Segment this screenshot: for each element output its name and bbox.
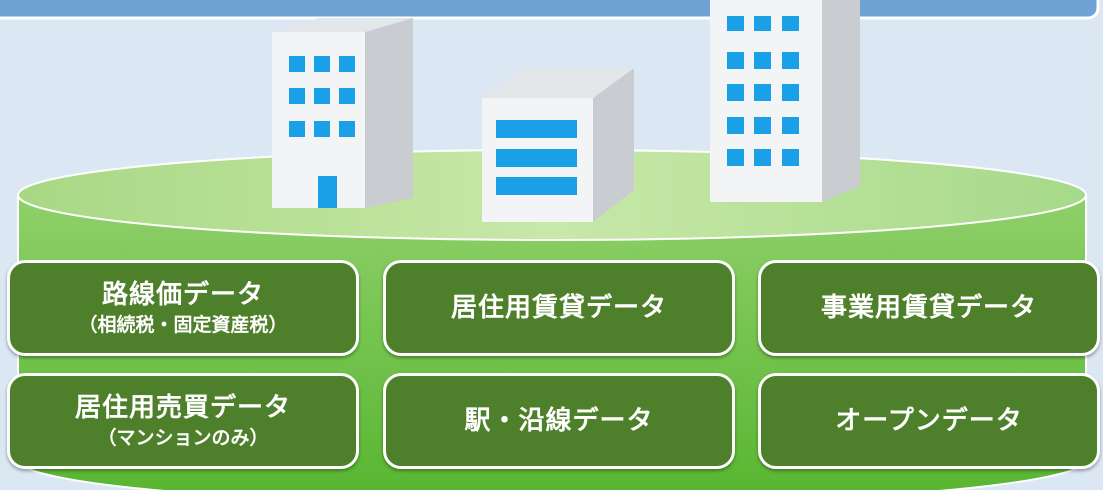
tile-label: 路線価データ: [101, 280, 264, 310]
tile-label: 居住用賃貸データ: [450, 293, 667, 323]
tile-sublabel: （相続税・固定資産税）: [78, 314, 288, 336]
tile-label: 駅・沿線データ: [464, 406, 654, 436]
tile-business-rental-data: 事業用賃貸データ: [758, 260, 1100, 356]
tile-rosenka-data: 路線価データ （相続税・固定資産税）: [7, 260, 359, 356]
tower-building-right-icon: [710, 0, 860, 202]
tile-open-data: オープンデータ: [758, 373, 1100, 469]
tile-residential-sales-data: 居住用売買データ （マンションのみ）: [7, 373, 359, 469]
tile-station-line-data: 駅・沿線データ: [383, 373, 735, 469]
tile-sublabel: （マンションのみ）: [97, 427, 269, 449]
top-banner: [0, 0, 1100, 20]
tile-residential-rental-data: 居住用賃貸データ: [383, 260, 735, 356]
office-building-left-icon: [272, 18, 413, 208]
tile-label: オープンデータ: [835, 406, 1023, 436]
tile-label: 居住用売買データ: [74, 393, 291, 423]
tile-label: 事業用賃貸データ: [820, 293, 1037, 323]
low-building-center-icon: [482, 68, 634, 222]
